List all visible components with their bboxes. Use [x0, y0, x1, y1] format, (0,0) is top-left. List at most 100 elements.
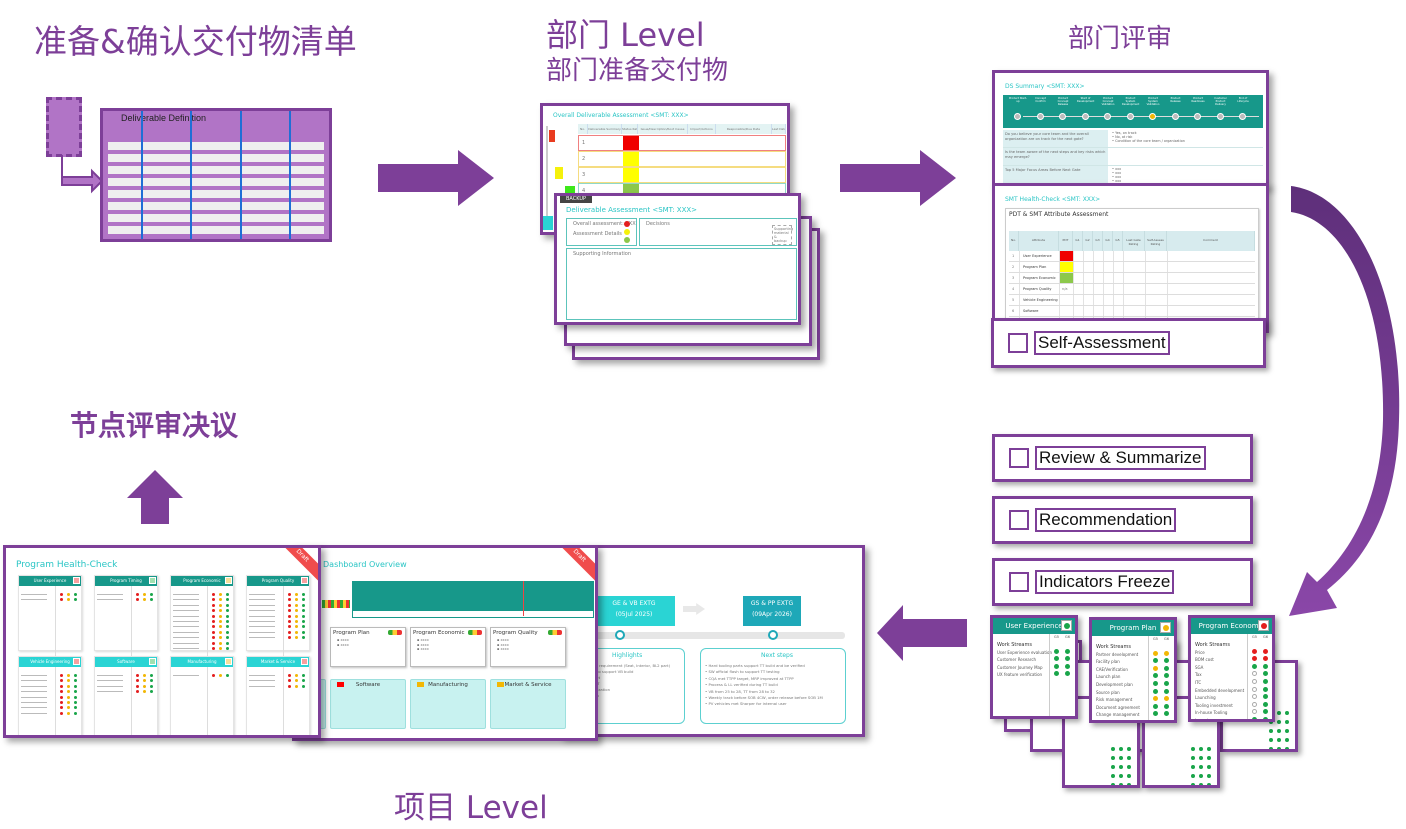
status-dot — [1252, 709, 1257, 715]
status-dot — [226, 630, 229, 634]
dashboard-card: Program Quality▪ xxxx▪ xxxx▪ xxxx — [490, 627, 566, 667]
backup-tag: BACKUP — [560, 196, 593, 203]
status-dot — [1263, 656, 1268, 662]
status-dot — [1263, 716, 1268, 719]
status-dot — [302, 609, 305, 613]
status-dot — [219, 609, 222, 613]
program-card-row — [21, 700, 81, 705]
milestone-dot — [1059, 113, 1066, 120]
status-dot — [67, 593, 70, 596]
program-card-header: Vehicle Engineering — [19, 657, 81, 667]
status-dot — [60, 695, 63, 699]
column-header: G6 — [1263, 635, 1268, 639]
program-card-title: Program Economic — [183, 578, 221, 583]
status-dot — [1153, 673, 1158, 679]
status-dot — [1111, 783, 1115, 785]
status-indicator-icon — [149, 577, 156, 584]
status-dot — [288, 609, 291, 613]
dashboard-card-item: ▪ xxxx — [417, 642, 429, 647]
status-dot — [302, 620, 305, 623]
status-dot — [212, 614, 215, 618]
status-dot — [1065, 671, 1070, 677]
status-dot — [60, 701, 63, 704]
health-card-header: User Experience — [993, 618, 1075, 634]
status-dot — [74, 679, 77, 683]
status-cell — [623, 168, 639, 182]
program-card-row — [97, 678, 157, 683]
rating-cell — [1060, 273, 1074, 283]
status-dot — [1199, 765, 1203, 769]
health-card-row: SGA — [1191, 663, 1275, 672]
table-row — [108, 202, 324, 210]
answer-cell: • Yes, on track• No, at risk• Condition … — [1108, 130, 1263, 147]
status-dot — [295, 603, 298, 607]
table-header-cell: G5 — [1113, 231, 1123, 251]
row-label: Facility plan — [1096, 659, 1120, 665]
dashboard-card-item: ▪ xxxx — [417, 638, 429, 642]
status-dot — [212, 598, 215, 602]
checklist-item[interactable]: Review & Summarize — [992, 434, 1253, 482]
health-card-row: BOM cost — [1191, 656, 1272, 664]
program-card-row — [21, 673, 81, 678]
next-steps-title: Next steps — [761, 652, 793, 659]
status-dot — [219, 593, 222, 596]
checkbox[interactable] — [1009, 510, 1029, 530]
program-card-title: Manufacturing — [187, 659, 217, 664]
status-dot — [143, 674, 146, 677]
status-dot — [1054, 656, 1059, 662]
checkbox[interactable] — [1008, 333, 1028, 353]
status-indicator-icon — [1258, 620, 1269, 631]
program-card-row — [21, 695, 81, 700]
milestone-label: Product Start-up — [1009, 97, 1027, 103]
table-header-cell: Responsible/Due Date — [716, 124, 772, 134]
column-header: G5 — [1252, 635, 1257, 639]
health-card-row: Source plan — [1092, 688, 1174, 697]
status-dot — [1277, 720, 1281, 724]
row-label: Customer Journey Map — [997, 664, 1043, 670]
status-dot — [136, 690, 139, 694]
answer-item: • xxx — [1112, 175, 1122, 179]
dashboard-bottom-card: Software — [330, 679, 406, 729]
program-health-check-slide: Draft Program Health-Check User Experien… — [3, 545, 321, 738]
next-step-item: • VB from 25 to 28, TT from 28 to 32 — [705, 688, 775, 694]
checklist-item[interactable]: Indicators Freeze — [992, 558, 1253, 606]
self-assessment-item[interactable]: Self-Assessment — [991, 318, 1266, 368]
answer-item: • Yes, on track — [1112, 131, 1137, 135]
status-dot — [1274, 709, 1275, 714]
deliverable-table-label: Deliverable Definition — [121, 113, 207, 123]
program-card-title: Vehicle Engineering — [30, 659, 70, 664]
status-dot — [60, 684, 63, 688]
status-dot — [288, 630, 291, 634]
status-indicator-icon — [225, 577, 232, 584]
milestone-dot — [1239, 113, 1246, 120]
row-label: SGA — [1195, 664, 1204, 670]
status-indicator-icon — [73, 658, 80, 665]
status-dot — [1111, 747, 1115, 751]
status-dot — [1127, 765, 1131, 769]
health-card-row: In-house Tooling — [1191, 709, 1272, 717]
status-dot — [74, 695, 77, 699]
table-row: 3 — [578, 167, 786, 183]
status-dot — [288, 614, 291, 618]
status-dot — [219, 674, 222, 677]
status-dot — [288, 625, 291, 629]
row-label: Source plan — [1096, 689, 1120, 695]
program-card-row — [173, 619, 233, 624]
checkbox[interactable] — [1009, 572, 1029, 592]
column-header: G6 — [1164, 637, 1169, 641]
status-dot — [212, 620, 215, 623]
status-dot — [150, 690, 153, 694]
status-dot — [1274, 664, 1275, 669]
status-dot — [60, 706, 63, 710]
checkbox[interactable] — [1009, 448, 1029, 468]
status-dot — [74, 690, 77, 694]
elbow-arrow-icon — [61, 155, 104, 194]
answer-item: • xxx — [1112, 171, 1122, 175]
column-header: G7 — [1271, 634, 1272, 641]
row-number: 2 — [582, 156, 586, 162]
health-card-row: Embedded development — [1191, 686, 1272, 695]
table-header-cell: G3 — [1093, 231, 1103, 251]
milestone-dot — [1036, 113, 1044, 120]
status-dot — [288, 636, 291, 640]
checklist-item[interactable]: Recommendation — [992, 496, 1253, 544]
